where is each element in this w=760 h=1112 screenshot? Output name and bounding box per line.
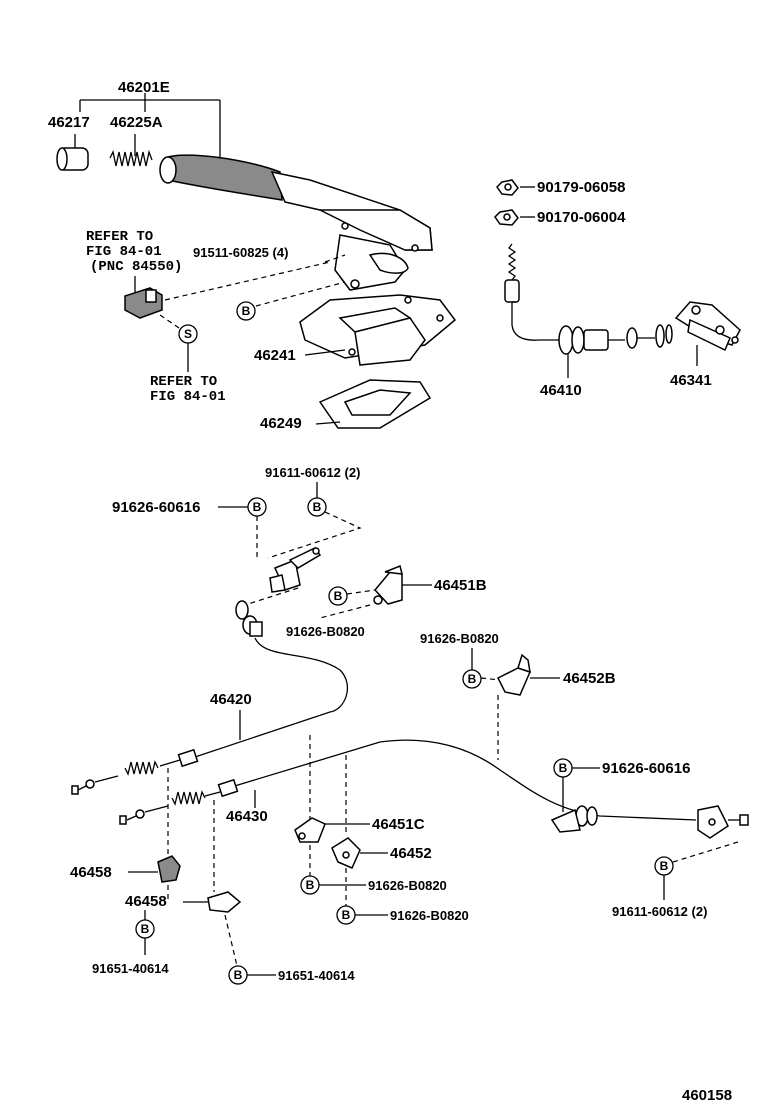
label-46452B: 46452B bbox=[563, 670, 616, 687]
label-46341: 46341 bbox=[670, 372, 712, 389]
refer-text-1: REFER TO bbox=[86, 229, 153, 245]
label-91611-60612-right: 91611-60612 (2) bbox=[612, 904, 707, 919]
svg-text:B: B bbox=[342, 908, 351, 922]
badge-b-91611-top bbox=[307, 497, 327, 517]
label-46430: 46430 bbox=[226, 808, 268, 825]
clamp-46451B bbox=[373, 564, 403, 605]
badge-b-91511 bbox=[236, 301, 256, 321]
cable-46410 bbox=[504, 243, 673, 355]
label-46420: 46420 bbox=[210, 691, 252, 708]
refer-text-5: FIG 84-01 bbox=[150, 389, 226, 405]
svg-text:B: B bbox=[334, 589, 343, 603]
label-91626-B0820-c: 91626-B0820 bbox=[368, 878, 447, 893]
label-46249: 46249 bbox=[260, 415, 302, 432]
nut-90179 bbox=[496, 179, 519, 196]
label-91511-60825: 91511-60825 (4) bbox=[193, 245, 288, 260]
label-46451C: 46451C bbox=[372, 816, 425, 833]
label-46452: 46452 bbox=[390, 845, 432, 862]
label-91626-60616-right: 91626-60616 bbox=[602, 760, 690, 777]
equalizer-group: 90179-06058 90170-06004 46410 bbox=[494, 179, 741, 399]
boot-46249 bbox=[318, 379, 432, 429]
clamp-46452 bbox=[331, 837, 361, 869]
clamp-46451C bbox=[294, 817, 326, 843]
label-46225A: 46225A bbox=[110, 114, 163, 131]
nut-90170 bbox=[494, 209, 519, 226]
svg-text:B: B bbox=[234, 968, 243, 982]
label-91626-60616-left: 91626-60616 bbox=[112, 499, 200, 516]
label-91626-B0820-b: 91626-B0820 bbox=[420, 631, 499, 646]
label-46201E: 46201E bbox=[118, 79, 170, 96]
spring-46225A bbox=[109, 149, 153, 167]
label-46241: 46241 bbox=[254, 347, 296, 364]
svg-text:B: B bbox=[468, 672, 477, 686]
clip-46458-a bbox=[157, 855, 181, 883]
label-90179-06058: 90179-06058 bbox=[537, 179, 625, 196]
svg-text:S: S bbox=[184, 327, 192, 341]
label-46217: 46217 bbox=[48, 114, 90, 131]
label-46451B: 46451B bbox=[434, 577, 487, 594]
label-46458-b: 46458 bbox=[125, 893, 167, 910]
label-46410: 46410 bbox=[540, 382, 582, 399]
cable-46420 bbox=[71, 600, 349, 795]
svg-text:B: B bbox=[141, 922, 150, 936]
lever-assembly-group: 46201E 46217 46225A 91511-60825 (4) bbox=[48, 79, 457, 432]
badge-b-46452B bbox=[462, 669, 482, 689]
svg-text:B: B bbox=[242, 304, 251, 318]
label-90170-06004: 90170-06004 bbox=[537, 209, 626, 226]
rear-cables-group: 46420 46430 B 91626-60616 bbox=[70, 600, 749, 985]
refer-text-3: (PNC 84550) bbox=[90, 259, 182, 275]
plate-46241 bbox=[299, 294, 457, 366]
label-91626-B0820-d: 91626-B0820 bbox=[390, 908, 469, 923]
svg-text:B: B bbox=[306, 878, 315, 892]
cap-46217 bbox=[56, 147, 89, 171]
bracket-46201E bbox=[79, 93, 221, 162]
label-91651-40614-b: 91651-40614 bbox=[278, 968, 355, 983]
figure-number: 460158 bbox=[682, 1087, 732, 1104]
label-91611-60612-top: 91611-60612 (2) bbox=[265, 465, 360, 480]
svg-text:B: B bbox=[559, 761, 568, 775]
svg-text:B: B bbox=[253, 500, 262, 514]
lever-handle bbox=[159, 154, 433, 291]
svg-text:B: B bbox=[660, 859, 669, 873]
switch-part bbox=[124, 287, 163, 319]
cable-bracket-front bbox=[269, 547, 322, 593]
badge-b-46451B bbox=[328, 586, 348, 606]
refer-text-2: FIG 84-01 bbox=[86, 244, 162, 260]
front-cable-group: 91611-60612 (2) B 91626-60616 B 46451B B bbox=[112, 465, 616, 760]
label-91626-B0820-a: 91626-B0820 bbox=[286, 624, 365, 639]
clip-46458-b bbox=[207, 891, 242, 913]
clamp-46452B bbox=[496, 653, 532, 696]
label-91651-40614-a: 91651-40614 bbox=[92, 961, 169, 976]
svg-text:B: B bbox=[313, 500, 322, 514]
refer-text-4: REFER TO bbox=[150, 374, 217, 390]
cable-46430 bbox=[119, 739, 749, 839]
label-46458-a: 46458 bbox=[70, 864, 112, 881]
equalizer-46341 bbox=[674, 301, 741, 352]
